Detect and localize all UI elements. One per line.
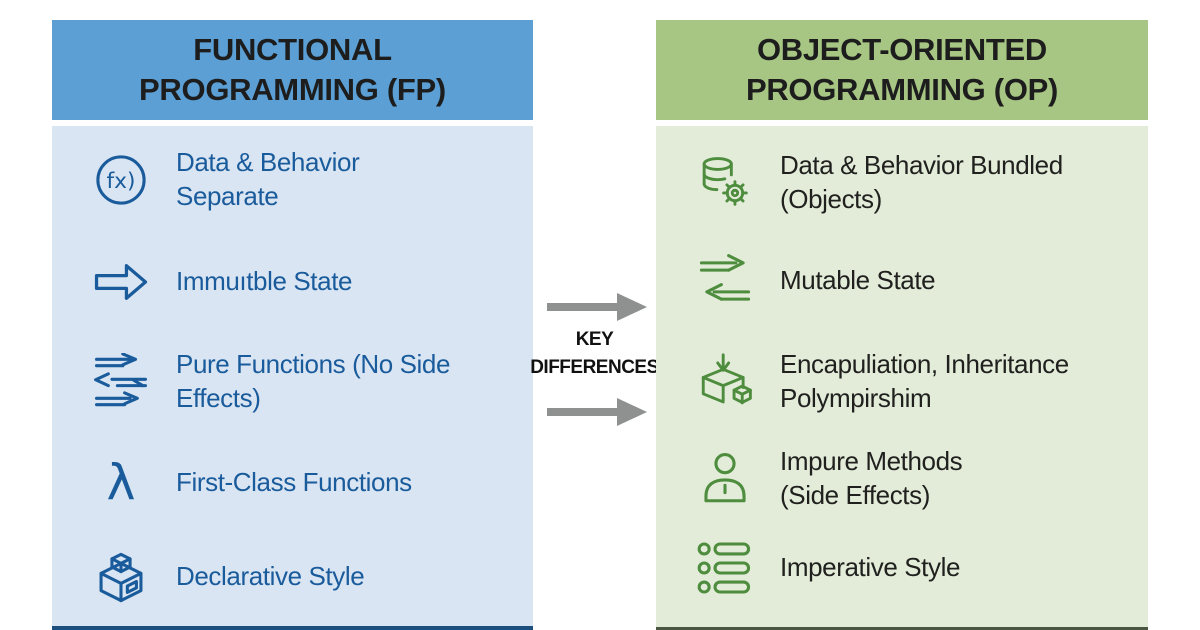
lambda-icon: λ — [92, 454, 150, 512]
list-icon — [696, 539, 754, 597]
encapsulation-box-icon — [696, 353, 754, 411]
oop-panel-body: Data & Behavior Bundled (Objects) Mutabl… — [656, 126, 1148, 630]
person-icon — [696, 450, 754, 508]
arrow-right-outline-icon — [92, 253, 150, 311]
oop-item-label: Mutable State — [780, 265, 936, 296]
fp-item-pure-functions: Pure Functions (No Side Effects) — [92, 344, 521, 420]
parallel-arrows-icon — [92, 353, 150, 411]
oop-panel-title: OBJECT-ORIENTED PROGRAMMING (OP) — [745, 32, 1059, 107]
fx-function-icon: fx) — [92, 151, 150, 209]
fx-icon-text: fx) — [106, 169, 135, 194]
database-gear-icon — [696, 154, 754, 212]
oop-item-imperative-style: Imperative Style — [696, 538, 1136, 598]
oop-item-impure-methods: Impure Methods (Side Effects) — [696, 442, 1136, 516]
oop-item-label: Impure Methods (Side Effects) — [780, 446, 963, 510]
fp-item-immutable-state: Immuıtble State — [92, 256, 521, 308]
fp-item-data-behavior-separate: fx) Data & Behavior Separate — [92, 142, 521, 218]
oop-item-encapsulation: Encapuliation, Inheritance Polympirshim — [696, 344, 1136, 420]
oop-item-label: Data & Behavior Bundled (Objects) — [780, 150, 1063, 214]
fp-item-label: Data & Behavior Separate — [176, 147, 360, 211]
key-differences-label: KEY DIFFERENCES — [530, 329, 659, 378]
oop-item-data-behavior-bundled: Data & Behavior Bundled (Objects) — [696, 146, 1136, 220]
oop-item-label: Imperative Style — [780, 552, 961, 583]
oop-item-mutable-state: Mutable State — [696, 254, 1136, 308]
fp-item-label: First-Class Functions — [176, 467, 412, 498]
lambda-icon-text: λ — [107, 454, 136, 511]
fp-item-label: Immuıtble State — [176, 266, 353, 297]
fp-item-label: Pure Functions (No Side Effects) — [176, 349, 451, 413]
key-differences-column: KEY DIFFERENCES — [530, 0, 659, 630]
fp-item-declarative-style: Declarative Style — [92, 544, 521, 610]
swap-arrows-icon — [696, 252, 754, 310]
fp-panel-title: FUNCTIONAL PROGRAMMING (FP) — [139, 32, 446, 107]
cube-icon — [92, 548, 150, 606]
fp-item-label: Declarative Style — [176, 561, 365, 592]
fp-item-first-class-functions: λ First-Class Functions — [92, 454, 521, 512]
arrow-right-icon — [547, 396, 647, 428]
oop-panel-header: OBJECT-ORIENTED PROGRAMMING (OP) — [656, 20, 1148, 120]
fp-panel-header: FUNCTIONAL PROGRAMMING (FP) — [52, 20, 533, 120]
oop-item-label: Encapuliation, Inheritance Polympirshim — [780, 349, 1069, 413]
fp-panel-body: fx) Data & Behavior Separate Immuıtble S… — [52, 126, 533, 630]
arrow-right-icon — [547, 291, 647, 323]
